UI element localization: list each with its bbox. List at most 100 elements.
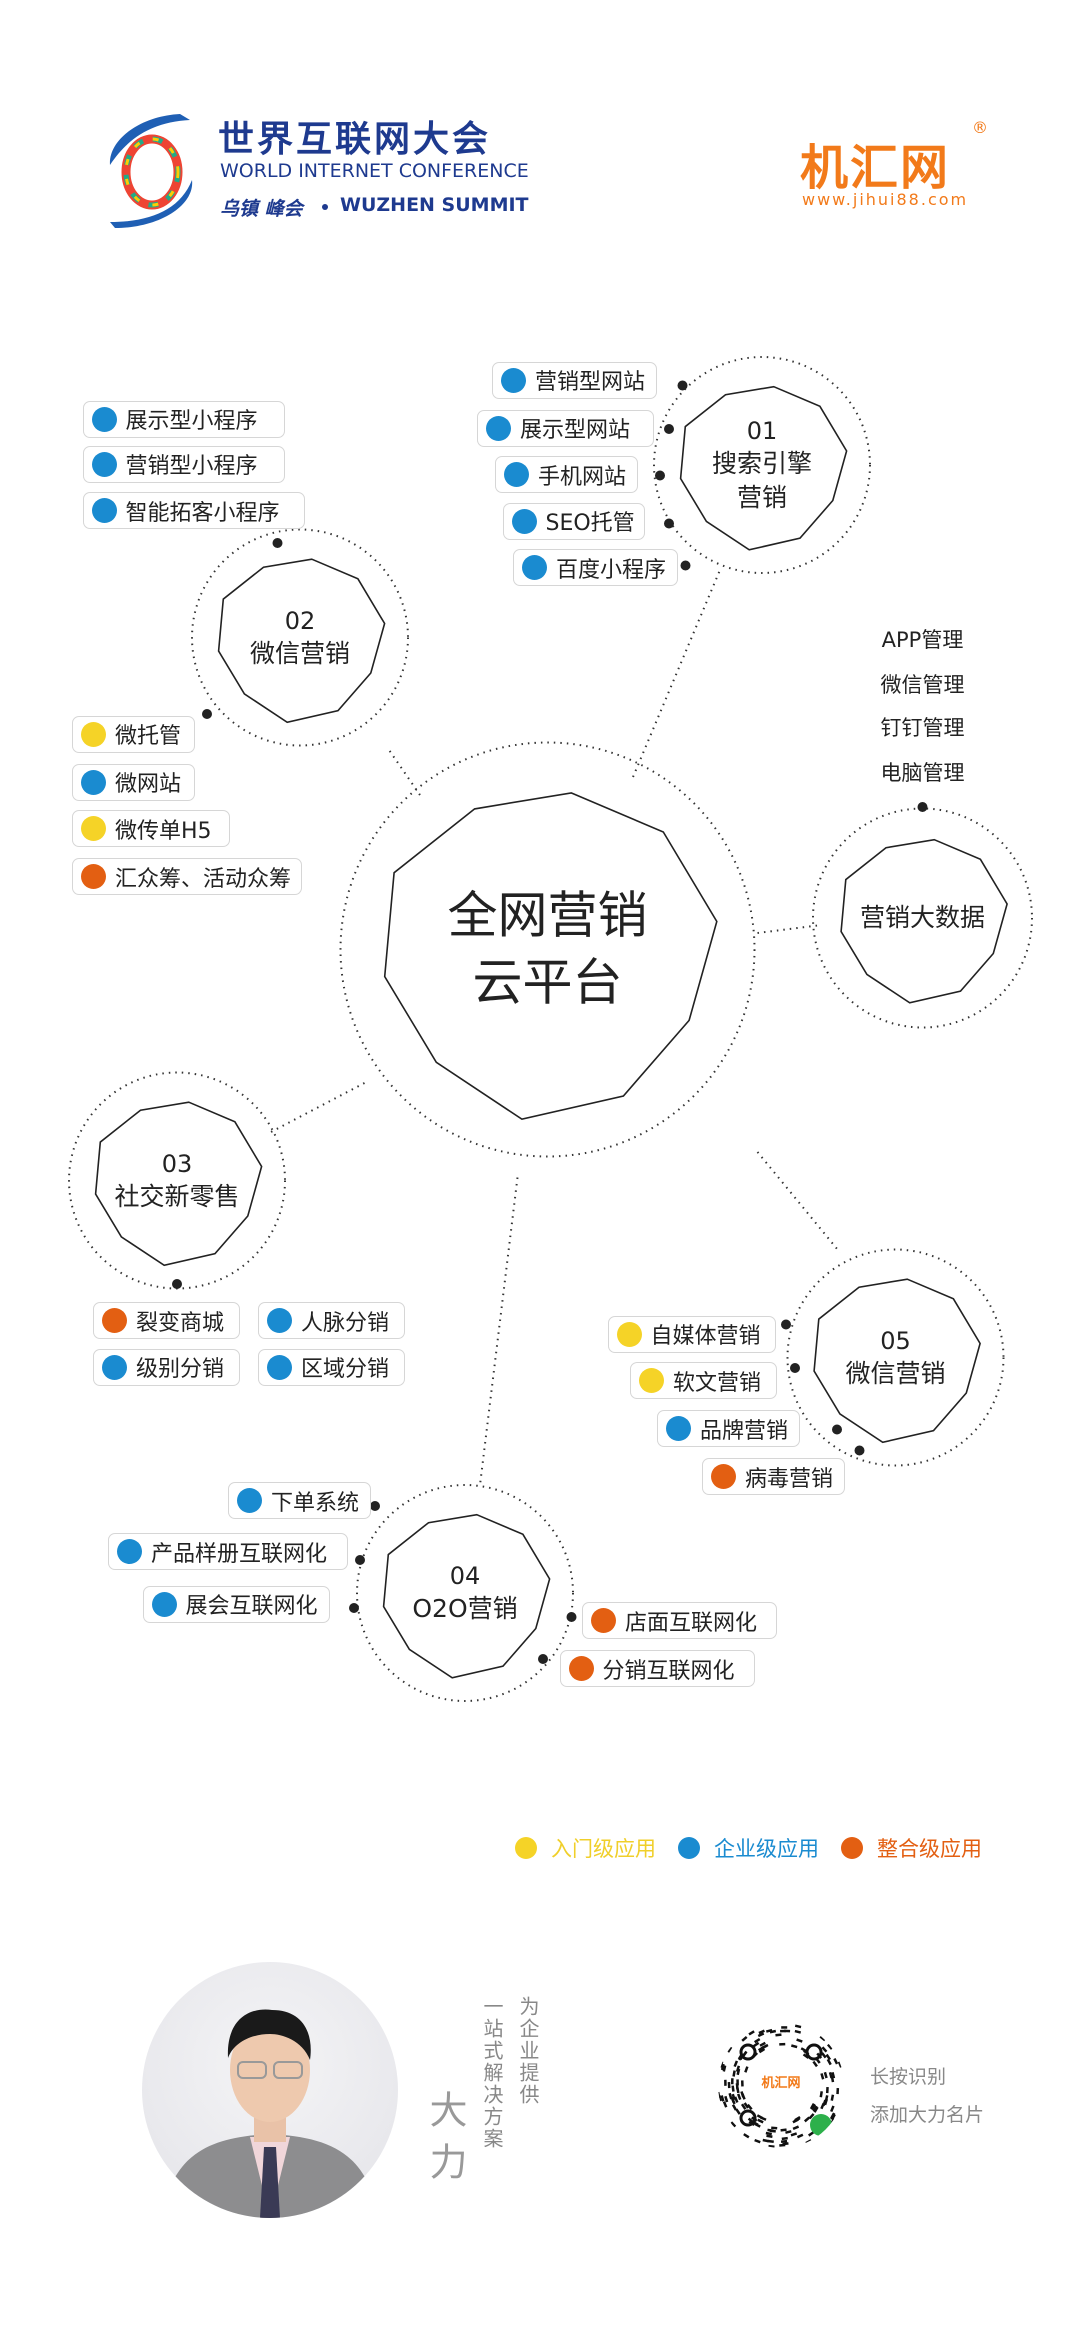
media-node-decagon xyxy=(813,1278,981,1444)
o2o-tag[interactable]: 展会互联网化 xyxy=(142,1585,330,1623)
legend-entry: 入门级应用 xyxy=(515,1833,656,1863)
qr-module xyxy=(826,2058,832,2066)
profile-photo xyxy=(142,1962,398,2218)
wechat-tag[interactable]: 微网站 xyxy=(72,763,195,801)
qr-module xyxy=(794,2024,802,2029)
search-tag[interactable]: 展示型网站 xyxy=(477,409,654,447)
social-tag[interactable]: 区域分销 xyxy=(258,1348,405,1386)
wic-title-cn: 世界互联网大会 xyxy=(218,119,492,160)
social-tag[interactable]: 人脉分销 xyxy=(258,1302,405,1339)
node-text: 05 xyxy=(880,1326,911,1355)
tag-label: 智能拓客小程序 xyxy=(125,500,280,526)
connector-dot xyxy=(781,1319,791,1330)
media-tag[interactable]: 自媒体营销 xyxy=(607,1315,776,1353)
qr-module xyxy=(775,2033,782,2037)
link-search xyxy=(632,569,721,778)
enterprise-level-dot-icon xyxy=(486,415,511,441)
search-node-decagon xyxy=(679,385,848,551)
jihui-logo: 机汇网 ® www.jihui88.com xyxy=(800,118,1000,218)
media-tag[interactable]: 品牌营销 xyxy=(657,1410,800,1447)
slogan-line-2: 一站式解决方案 xyxy=(480,1996,504,2150)
o2o-tag[interactable]: 分销互联网化 xyxy=(559,1650,755,1687)
tag-label: 微网站 xyxy=(115,772,182,797)
entry-level-dot-icon xyxy=(81,721,106,747)
mini-program-qr-code[interactable]: 机汇网 xyxy=(718,2022,844,2148)
tag-label: 营销型小程序 xyxy=(125,454,258,479)
tag-label: 分销互联网化 xyxy=(602,1658,735,1684)
qr-module xyxy=(819,2091,823,2098)
connector-dot xyxy=(566,1612,577,1622)
enterprise-level-dot-icon xyxy=(267,1354,292,1380)
wic-ring-icon xyxy=(109,114,193,228)
qr-module xyxy=(719,2061,724,2068)
wechat-tag[interactable]: 微托管 xyxy=(72,715,195,753)
tag-label: 人脉分销 xyxy=(301,1310,390,1336)
qr-module xyxy=(827,2043,833,2050)
qr-module xyxy=(743,2102,750,2109)
qr-module xyxy=(794,2116,801,2122)
wechat-tag[interactable]: 营销型小程序 xyxy=(82,445,285,483)
wechat-tag[interactable]: 汇众筹、活动众筹 xyxy=(72,858,302,895)
wic-logo: 世界互联网大会 WORLD INTERNET CONFERENCE 乌镇 峰会 … xyxy=(100,110,540,235)
wechat-tag[interactable]: 微传单H5 xyxy=(72,810,230,847)
entry-level-dot-icon xyxy=(616,1321,642,1347)
tag-label: 自媒体营销 xyxy=(650,1324,761,1349)
enterprise-level-dot-icon xyxy=(102,1354,127,1380)
qr-module xyxy=(767,2139,774,2143)
connector-dot xyxy=(854,1445,865,1456)
entry-level-dot-icon xyxy=(639,1368,664,1393)
connector-dot xyxy=(664,518,674,529)
bigdata-node-dotted-ring xyxy=(812,807,1033,1029)
qr-module xyxy=(758,2029,765,2035)
node-text: 云平台 xyxy=(472,953,623,1012)
search-tag[interactable]: 百度小程序 xyxy=(513,549,678,586)
connector-dot xyxy=(272,538,283,548)
qr-module xyxy=(743,2133,750,2139)
slogan-line-1: 为企业提供 xyxy=(516,1996,540,2106)
tag-label: 微托管 xyxy=(115,724,182,749)
wic-subtitle-cn: 乌镇 峰会 xyxy=(220,198,303,220)
media-tag[interactable]: 病毒营销 xyxy=(702,1458,845,1495)
tag-label: 区域分销 xyxy=(301,1357,390,1382)
enterprise-level-dot-icon xyxy=(81,769,106,795)
social-tag[interactable]: 级别分销 xyxy=(93,1348,240,1386)
search-tag[interactable]: 营销型网站 xyxy=(492,361,657,399)
qr-hint-1: 长按识别 xyxy=(870,2066,947,2088)
qr-module xyxy=(732,2070,736,2077)
enterprise-level-dot-icon xyxy=(91,498,117,523)
qr-logo-text: 机汇网 xyxy=(761,2076,801,2091)
qr-module xyxy=(821,2052,827,2059)
qr-module xyxy=(733,2096,739,2103)
qr-module xyxy=(756,2114,764,2120)
legend-enterprise: 企业级应用 xyxy=(678,1833,819,1863)
qr-module xyxy=(765,2028,773,2033)
search-tag[interactable]: 手机网站 xyxy=(495,456,638,493)
qr-module xyxy=(825,2087,829,2094)
qr-module xyxy=(824,2095,829,2102)
wechat-tag[interactable]: 展示型小程序 xyxy=(82,400,285,438)
o2o-tag[interactable]: 店面互联网化 xyxy=(582,1602,777,1639)
qr-module xyxy=(808,2113,815,2120)
media-tag[interactable]: 软文营销 xyxy=(630,1362,777,1399)
connector-dot xyxy=(655,470,665,481)
o2o-tag[interactable]: 下单系统 xyxy=(228,1482,371,1519)
enterprise-level-dot-icon xyxy=(117,1539,142,1564)
connector-dot xyxy=(370,1501,380,1511)
social-tag[interactable]: 裂变商城 xyxy=(93,1302,240,1339)
integrated-level-dot-icon xyxy=(568,1656,594,1681)
connector-dot xyxy=(355,1555,365,1565)
center-node-dotted-ring xyxy=(339,741,756,1158)
qr-module xyxy=(722,2065,727,2072)
legend-label: 入门级应用 xyxy=(551,1837,656,1861)
qr-module xyxy=(758,2047,766,2054)
qr-module xyxy=(748,2030,755,2036)
o2o-tag[interactable]: 产品样册互联网化 xyxy=(108,1533,348,1570)
tag-label: 百度小程序 xyxy=(556,557,667,583)
search-tag[interactable]: SEO托管 xyxy=(502,502,645,540)
wechat-tag[interactable]: 智能拓客小程序 xyxy=(82,492,305,529)
qr-module xyxy=(831,2071,836,2079)
qr-hint-2: 添加大力名片 xyxy=(870,2104,985,2126)
tag-label: 软文营销 xyxy=(673,1370,762,1396)
